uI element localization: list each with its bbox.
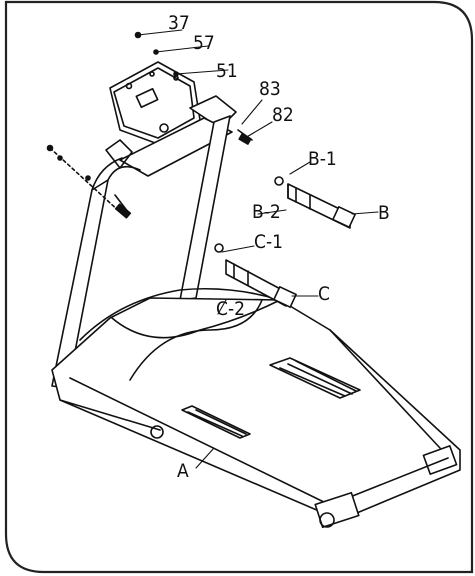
treadmill-deck (51, 287, 461, 529)
label-51: 51 (216, 60, 238, 82)
diagram-frame (4, 0, 474, 574)
label-b-1: B-1 (308, 148, 337, 170)
bolt-83-82 (237, 129, 253, 145)
label-a: A (177, 460, 189, 482)
upright-frame (51, 95, 237, 389)
label-c: C (318, 283, 330, 305)
label-83: 83 (259, 78, 281, 100)
label-b-2: B-2 (252, 201, 281, 223)
label-b: B (378, 202, 390, 224)
label-c-1: C-1 (254, 231, 283, 253)
handrail-part-b (274, 176, 356, 229)
label-57: 57 (193, 32, 215, 54)
label-82: 82 (272, 104, 294, 126)
handrail-part-c (214, 243, 297, 308)
leader-lines (137, 29, 379, 469)
screws-left (46, 144, 132, 219)
label-c-2: C-2 (216, 298, 245, 320)
label-37: 37 (168, 12, 190, 34)
